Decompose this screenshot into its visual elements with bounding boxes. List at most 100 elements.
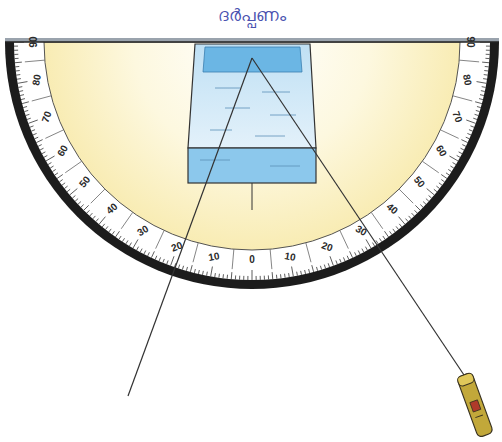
scale-tick — [57, 175, 63, 179]
scale-tick — [412, 213, 415, 216]
water-strokes — [200, 88, 300, 166]
mirror-label: ദർപ്പണം — [218, 6, 286, 25]
scale-tick — [300, 271, 302, 275]
scale-tick — [482, 86, 486, 88]
cell-separator — [453, 96, 472, 101]
scale-tick — [336, 260, 337, 264]
cell-separator — [340, 231, 348, 249]
scale-tick — [450, 166, 453, 168]
scale-tick — [308, 269, 310, 273]
scale-tick — [362, 249, 364, 253]
scale-tick — [350, 251, 353, 257]
scale-tick — [260, 276, 261, 280]
scale-tick — [148, 252, 150, 256]
scale-tick — [26, 114, 30, 115]
scale-tick — [365, 247, 367, 251]
cell-separator — [32, 96, 51, 101]
scale-tick — [475, 114, 479, 115]
scale-number: 10 — [284, 251, 297, 263]
cell-separator — [121, 212, 132, 228]
cell-separator — [25, 60, 45, 62]
scale-tick — [163, 259, 165, 263]
scale-tick — [33, 133, 37, 135]
incident-ray — [252, 58, 464, 375]
scale-tick — [328, 263, 329, 267]
cell-separator — [399, 189, 413, 203]
scale-tick — [486, 54, 490, 55]
scale-tick — [96, 219, 99, 222]
mirror — [5, 38, 499, 42]
scale-tick — [99, 217, 105, 225]
cell-separator — [232, 249, 234, 269]
scale-number: 80 — [461, 74, 473, 87]
scale-tick — [340, 259, 342, 263]
scale-tick — [276, 275, 277, 279]
scale-tick — [347, 256, 349, 260]
scale-tick — [264, 276, 265, 280]
scale-tick — [461, 148, 465, 150]
scale-tick — [20, 94, 24, 96]
scale-tick — [399, 217, 405, 225]
scale-tick — [383, 236, 385, 239]
scale-tick — [72, 196, 75, 199]
scale-tick — [35, 137, 39, 139]
scale-tick — [330, 256, 333, 265]
scale-tick — [484, 74, 488, 76]
laser-pointer — [457, 372, 494, 438]
scale-tick — [448, 169, 451, 171]
scale-tick — [55, 173, 58, 175]
scale-tick — [18, 86, 22, 88]
scale-tick — [484, 70, 488, 71]
scale-tick — [479, 98, 483, 100]
cell-separator — [441, 130, 459, 138]
scale-tick — [81, 205, 84, 208]
scale-tick — [126, 240, 128, 243]
scale-tick — [390, 231, 392, 234]
scale-tick — [317, 267, 318, 271]
scale-tick — [441, 180, 444, 182]
scale-tick — [52, 169, 55, 171]
scale-tick — [483, 78, 487, 80]
scale-tick — [14, 54, 18, 55]
scale-tick — [476, 110, 480, 111]
scale-tick — [21, 98, 25, 100]
scale-tick — [457, 155, 461, 157]
scale-tick — [304, 270, 306, 274]
scale-tick — [409, 216, 412, 219]
scale-tick — [23, 107, 27, 108]
scale-tick — [288, 273, 290, 277]
scale-tick — [15, 66, 19, 67]
scale-tick — [239, 276, 240, 280]
scale-tick — [75, 199, 78, 202]
scale-tick — [231, 272, 233, 279]
scale-tick — [42, 152, 46, 154]
tray-front — [188, 148, 316, 183]
scale-tick — [40, 148, 44, 150]
scale-tick — [256, 276, 257, 280]
cell-separator — [422, 161, 438, 172]
scale-tick — [396, 226, 398, 229]
scale-tick — [137, 247, 139, 251]
scale-tick — [462, 145, 466, 147]
scale-tick — [453, 163, 456, 165]
scale-number: 10 — [208, 251, 221, 263]
scale-tick — [320, 266, 321, 270]
scale-tick — [186, 267, 187, 271]
scale-tick — [27, 118, 31, 119]
scale-tick — [44, 155, 48, 157]
scale-ticks — [14, 42, 490, 280]
scale-tick — [211, 267, 213, 277]
scale-tick — [93, 216, 96, 219]
scale-tick — [194, 269, 196, 273]
scale-tick — [366, 239, 371, 248]
scale-tick — [272, 272, 274, 279]
scale-tick — [473, 118, 477, 119]
scale-tick — [461, 140, 467, 143]
scale-tick — [481, 90, 485, 92]
scale-tick — [485, 66, 489, 67]
scale-tick — [292, 267, 294, 277]
scale-tick — [24, 110, 28, 111]
scale-tick — [48, 163, 51, 165]
cell-separator — [91, 189, 105, 203]
